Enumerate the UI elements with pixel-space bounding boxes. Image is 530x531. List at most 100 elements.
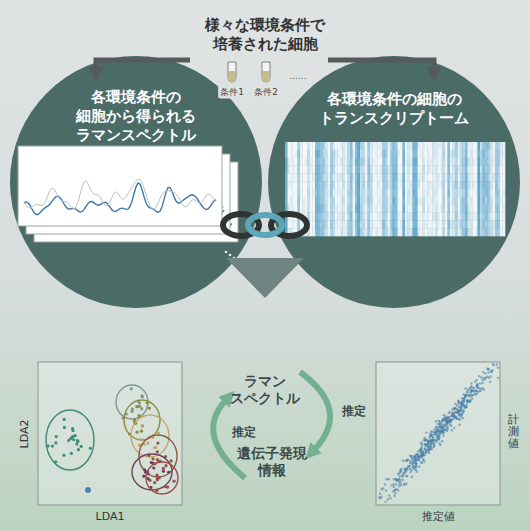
regression-point xyxy=(420,442,422,444)
test-tube xyxy=(228,62,270,82)
heatmap-cell xyxy=(428,228,431,236)
regression-point xyxy=(457,399,459,401)
lda-point xyxy=(150,461,153,464)
heatmap-cell xyxy=(320,173,323,181)
heatmap-cell xyxy=(413,181,416,189)
heatmap-cell xyxy=(373,205,376,213)
heatmap-cell xyxy=(458,173,461,181)
heatmap-cell xyxy=(430,197,433,205)
heatmap-cell xyxy=(318,142,321,150)
heatmap-cell xyxy=(378,150,381,158)
lda-point xyxy=(162,467,165,470)
heatmap-cell xyxy=(438,158,441,166)
heatmap-cell xyxy=(358,205,361,213)
heatmap-cell xyxy=(365,205,368,213)
heatmap-cell xyxy=(303,189,306,197)
heatmap-cell xyxy=(443,150,446,158)
heatmap-cell xyxy=(503,213,506,221)
heatmap-cell xyxy=(463,220,466,228)
heatmap-cell xyxy=(285,181,288,189)
heatmap-cell xyxy=(343,173,346,181)
heatmap-cell xyxy=(338,228,341,236)
heatmap-cell xyxy=(343,205,346,213)
heatmap-cell xyxy=(313,228,316,236)
heatmap-cell xyxy=(340,142,343,150)
heatmap-cell xyxy=(328,142,331,150)
heatmap-cell xyxy=(418,150,421,158)
heatmap-cell xyxy=(398,173,401,181)
regression-point xyxy=(443,423,445,425)
heatmap-cell xyxy=(468,158,471,166)
heatmap-cell xyxy=(440,158,443,166)
lda-point xyxy=(156,450,159,453)
heatmap-cell xyxy=(430,181,433,189)
heatmap-cell xyxy=(368,173,371,181)
regression-point xyxy=(484,372,486,374)
heatmap-cell xyxy=(350,205,353,213)
lda-point xyxy=(152,466,155,469)
heatmap-cell xyxy=(420,150,423,158)
heatmap-cell xyxy=(298,181,301,189)
heatmap-cell xyxy=(293,181,296,189)
regression-point xyxy=(401,475,403,477)
lda-point xyxy=(141,424,144,427)
heatmap-cell xyxy=(390,228,393,236)
heatmap-cell xyxy=(310,158,313,166)
regression-point xyxy=(455,412,457,414)
heatmap-cell xyxy=(455,197,458,205)
lda-point xyxy=(130,410,133,413)
heatmap-cell xyxy=(325,173,328,181)
heatmap-cell xyxy=(488,173,491,181)
heatmap-cell xyxy=(488,205,491,213)
regression-point xyxy=(476,384,478,386)
heatmap-cell xyxy=(343,181,346,189)
heatmap-cell xyxy=(400,213,403,221)
regression-point xyxy=(425,452,427,454)
heatmap-cell xyxy=(500,213,503,221)
heatmap-cell xyxy=(313,173,316,181)
heatmap-cell xyxy=(440,228,443,236)
heatmap-cell xyxy=(343,220,346,228)
heatmap-cell xyxy=(463,189,466,197)
regression-point xyxy=(453,415,455,417)
heatmap-cell xyxy=(420,166,423,174)
lda-point xyxy=(148,407,151,410)
heatmap-cell xyxy=(358,166,361,174)
heatmap-cell xyxy=(358,228,361,236)
heatmap-cell xyxy=(348,142,351,150)
heatmap-cell xyxy=(448,173,451,181)
heatmap-cell xyxy=(333,197,336,205)
heatmap-cell xyxy=(455,181,458,189)
heatmap-cell xyxy=(448,158,451,166)
heatmap-cell xyxy=(375,189,378,197)
estimate-arrow xyxy=(213,400,245,478)
heatmap-cell xyxy=(395,197,398,205)
regression-point xyxy=(453,414,455,416)
heatmap-cell xyxy=(435,142,438,150)
regression-point xyxy=(448,412,450,414)
heatmap-cell xyxy=(340,166,343,174)
heatmap-cell xyxy=(315,189,318,197)
heatmap-cell xyxy=(408,197,411,205)
regression-point xyxy=(466,402,468,404)
continuation-mark: ...... xyxy=(289,71,306,81)
heatmap-cell xyxy=(468,189,471,197)
heatmap-cell xyxy=(403,213,406,221)
heatmap-cell xyxy=(285,220,288,228)
heatmap-cell xyxy=(323,213,326,221)
heatmap-cell xyxy=(328,150,331,158)
heatmap-cell xyxy=(328,189,331,197)
heatmap-cell xyxy=(295,205,298,213)
heatmap-cell xyxy=(320,205,323,213)
heatmap-cell xyxy=(348,205,351,213)
heatmap-cell xyxy=(453,173,456,181)
regression-point xyxy=(430,445,432,447)
heatmap-cell xyxy=(443,213,446,221)
heatmap-cell xyxy=(475,205,478,213)
heatmap-cell xyxy=(403,158,406,166)
heatmap-cell xyxy=(433,220,436,228)
heatmap-cell xyxy=(490,150,493,158)
regression-point xyxy=(411,476,413,478)
heatmap-cell xyxy=(418,205,421,213)
heatmap-cell xyxy=(413,166,416,174)
